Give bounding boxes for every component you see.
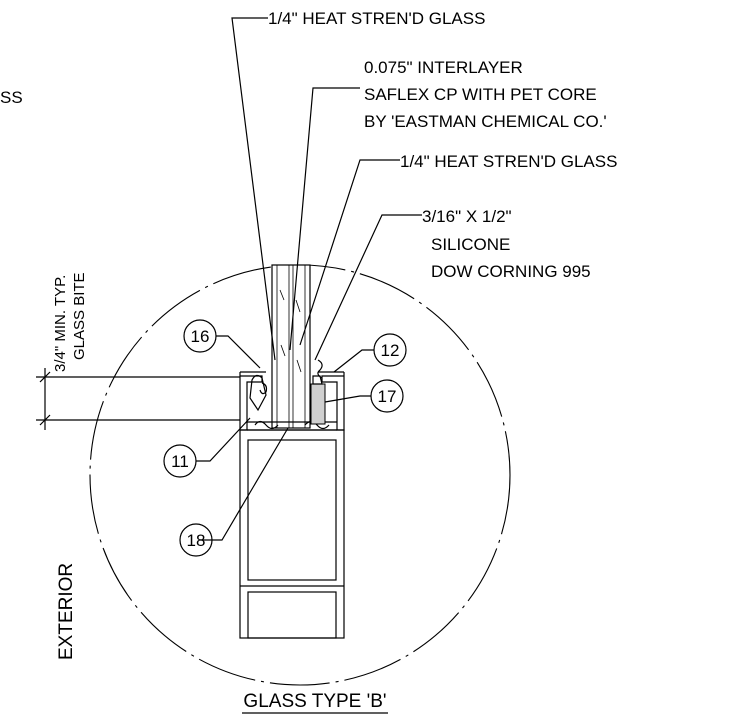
aluminum-frame	[239, 371, 345, 639]
silicone-spacer	[310, 359, 326, 425]
tag-12: 12	[373, 333, 407, 367]
svg-text:18: 18	[187, 531, 206, 550]
partial-left-text: SS	[0, 88, 23, 107]
note-silicone-2: SILICONE	[431, 235, 510, 254]
dimension-line-2: GLASS BITE	[71, 272, 88, 360]
tag-16: 16	[183, 319, 217, 353]
svg-text:12: 12	[381, 341, 400, 360]
note-inner-glass: 1/4" HEAT STREN'D GLASS	[400, 152, 617, 171]
glass-bite-dimension	[36, 368, 240, 430]
svg-text:11: 11	[171, 452, 189, 471]
note-silicone-1: 3/16" X 1/2"	[422, 207, 512, 226]
tag-17: 17	[370, 379, 404, 413]
note-interlayer-1: 0.075" INTERLAYER	[364, 58, 523, 77]
dimension-line-1: 3/4" MIN. TYP.	[52, 275, 69, 372]
note-interlayer-2: SAFLEX CP WITH PET CORE	[364, 85, 597, 104]
svg-text:16: 16	[191, 327, 210, 346]
note-silicone-3: DOW CORNING 995	[431, 262, 591, 281]
gasket-left	[249, 374, 268, 412]
note-interlayer-3: BY 'EASTMAN CHEMICAL CO.'	[364, 112, 607, 131]
glass-lites	[271, 264, 311, 429]
tag-18: 18	[179, 523, 213, 557]
exterior-label: EXTERIOR	[56, 563, 77, 660]
tag-11: 11	[163, 444, 197, 478]
svg-text:17: 17	[378, 387, 397, 406]
drawing-title: GLASS TYPE 'B'	[243, 691, 386, 712]
note-outer-glass: 1/4" HEAT STREN'D GLASS	[268, 9, 485, 28]
leader-lines	[196, 17, 422, 541]
